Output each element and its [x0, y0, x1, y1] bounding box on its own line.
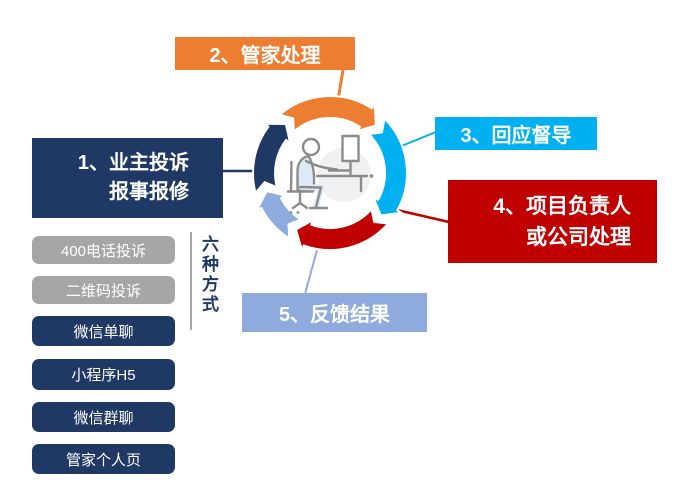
- ring-segment-step2-orange: [278, 95, 377, 133]
- chair-wheel-dots: [289, 174, 374, 214]
- monitor-icon: [341, 134, 360, 163]
- person-at-computer-icon: [286, 134, 374, 214]
- step4-label-line2: 或公司处理: [526, 225, 631, 249]
- channel-item-wechat-direct: 微信单聊: [32, 316, 175, 346]
- channel-label: 管家个人页: [65, 451, 141, 469]
- person-head: [301, 137, 321, 157]
- step5-label: 5、反馈结果: [278, 304, 391, 326]
- channel-item-miniprogram-h5: 小程序H5: [32, 359, 175, 390]
- ring-segment-step5-periwinkle: [255, 190, 302, 240]
- connector-step5: [304, 249, 318, 295]
- step-box-5-feedback-result: 5、反馈结果: [242, 293, 427, 332]
- channel-item-housekeeper-page: 管家个人页: [32, 444, 175, 474]
- person-arm: [304, 159, 339, 171]
- channel-label: 微信群聊: [73, 409, 134, 427]
- step-box-3-respond-supervise: 3、回应督导: [435, 117, 597, 150]
- channel-item-400-hotline: 400电话投诉: [32, 236, 175, 264]
- channel-item-wechat-group: 微信群聊: [32, 402, 175, 432]
- desk-end-dot: [369, 174, 374, 178]
- step1-label-line2: 报事报修: [109, 181, 189, 203]
- cycle-ring: [252, 95, 408, 252]
- step-box-4-project-leader: 4、项目负责人 或公司处理: [448, 180, 657, 263]
- channels-group-label: 六种方式: [199, 235, 218, 315]
- channels-bracket-line: [190, 232, 192, 330]
- chair-base: [291, 201, 309, 210]
- channel-label: 小程序H5: [71, 367, 136, 384]
- connector-step4: [396, 208, 450, 224]
- step-box-1-owner-complaint: 1、业主投诉 报事报修: [32, 138, 223, 218]
- channel-label: 二维码投诉: [65, 282, 141, 300]
- ring-segment-step3-cyan: [367, 117, 408, 217]
- connector-step3: [398, 131, 437, 148]
- ring-segment-step1-navy: [252, 122, 292, 194]
- step1-label-line1: 1、业主投诉: [77, 152, 189, 174]
- chair-backrest: [289, 160, 293, 193]
- ring-segment-step4-red: [295, 208, 390, 252]
- channel-item-qrcode: 二维码投诉: [32, 276, 175, 304]
- step-box-2-housekeeper-handle: 2、管家处理: [175, 37, 355, 70]
- step4-label-line1: 4、项目负责人: [493, 194, 631, 218]
- channel-label: 微信单聊: [73, 323, 134, 341]
- connector-step2: [336, 69, 345, 101]
- step3-label: 3、回应督导: [460, 125, 572, 147]
- channel-label: 400电话投诉: [60, 242, 147, 260]
- step2-label: 2、管家处理: [209, 45, 321, 67]
- person-leg: [298, 185, 323, 209]
